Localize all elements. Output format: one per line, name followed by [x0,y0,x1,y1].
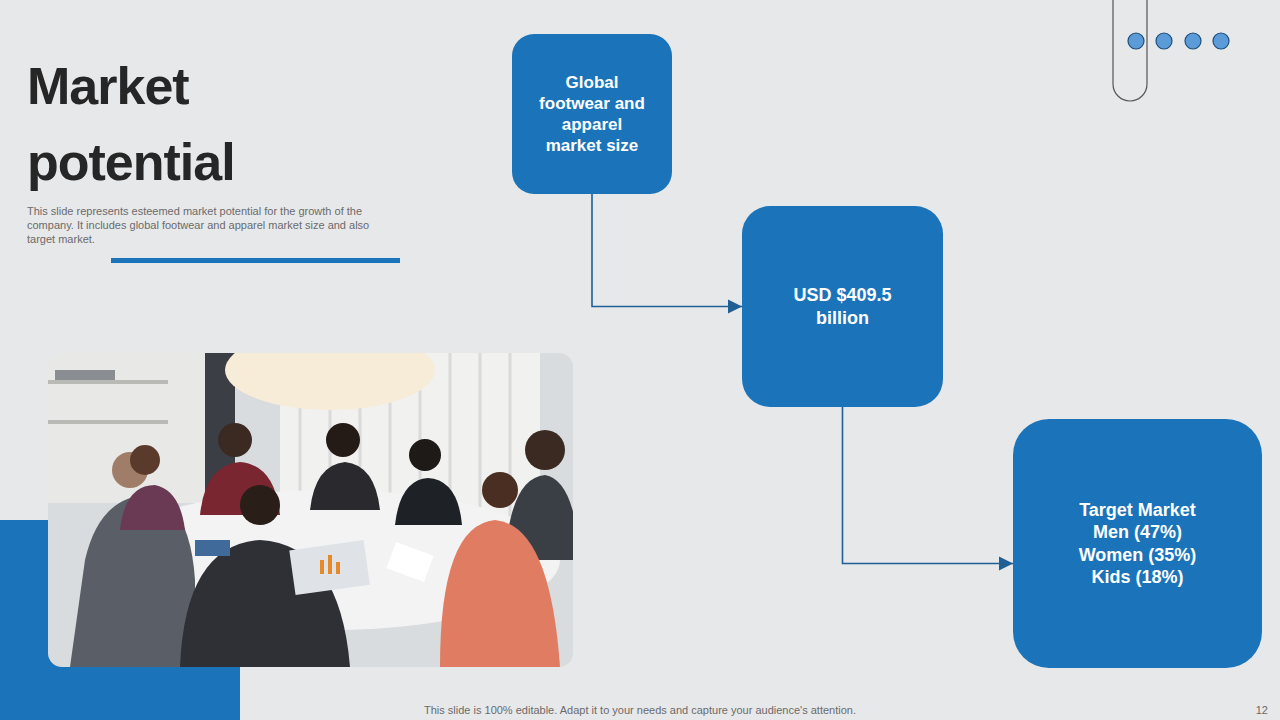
elbow-connector [592,194,742,307]
dots [1128,33,1229,49]
pill-outline [1113,0,1147,101]
slide-description: This slide represents esteemed market po… [27,205,382,246]
process-box: USD $409.5 billion [742,206,943,407]
box-text: Target Market Men (47%) Women (35%) Kids… [1071,499,1205,589]
footer-note: This slide is 100% editable. Adapt it to… [340,704,940,718]
process-box: Global footwear and apparel market size [512,34,672,194]
page-number: 12 [1240,704,1268,718]
elbow-connector [843,407,1014,564]
box-text: USD $409.5 billion [778,284,908,329]
box-text: Global footwear and apparel market size [535,72,649,157]
meeting-photo [48,353,573,667]
slide-title: Market potential [27,48,317,200]
process-box: Target Market Men (47%) Women (35%) Kids… [1013,419,1262,668]
accent-line [111,258,400,263]
